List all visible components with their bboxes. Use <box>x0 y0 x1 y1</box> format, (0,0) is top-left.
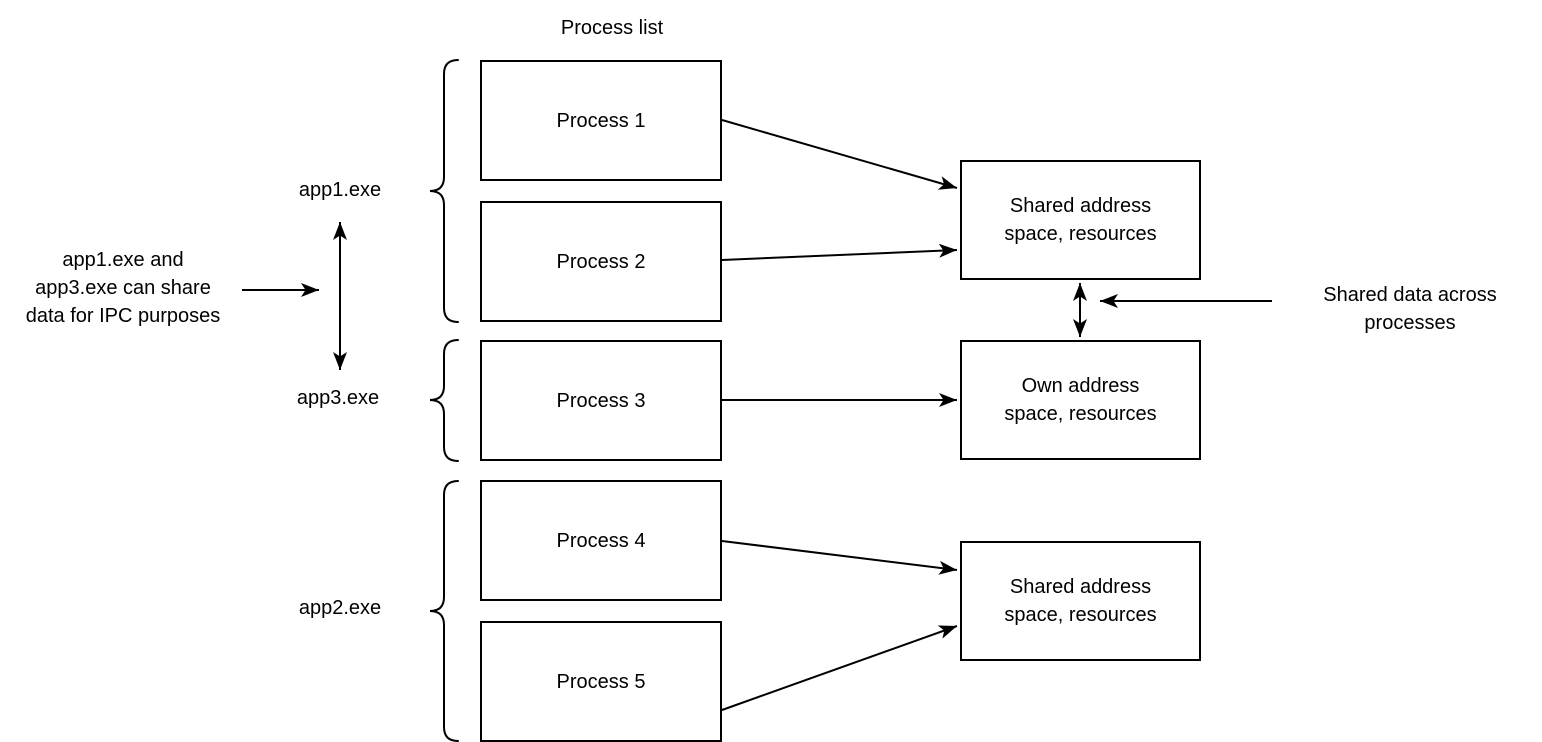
arrow-process4-to-shared-bottom <box>721 540 958 575</box>
brace-app2 <box>429 480 459 742</box>
group-label-app3: app3.exe <box>296 387 380 409</box>
arrow-process5-to-shared-bottom <box>721 625 958 711</box>
group-label-app2: app2.exe <box>298 597 382 619</box>
shared-data-note: Shared data across processes <box>1323 284 1497 334</box>
shared-address-top-box: Shared address space, resources <box>960 160 1201 280</box>
process-5-box: Process 5 <box>480 621 722 742</box>
arrow-process2-to-shared-top <box>721 243 958 261</box>
process-1-box: Process 1 <box>480 60 722 181</box>
arrow-process1-to-shared-top <box>721 119 958 190</box>
group-label-app1: app1.exe <box>298 179 382 201</box>
diagram-title: Process list <box>560 17 664 39</box>
process-2-box: Process 2 <box>480 201 722 322</box>
process-3-box: Process 3 <box>480 340 722 461</box>
brace-app3 <box>429 339 459 462</box>
own-address-box: Own address space, resources <box>960 340 1201 460</box>
shared-address-bottom-box: Shared address space, resources <box>960 541 1201 661</box>
process-4-box: Process 4 <box>480 480 722 601</box>
ipc-note: app1.exe and app3.exe can share data for… <box>25 249 221 327</box>
brace-app1 <box>429 59 459 323</box>
